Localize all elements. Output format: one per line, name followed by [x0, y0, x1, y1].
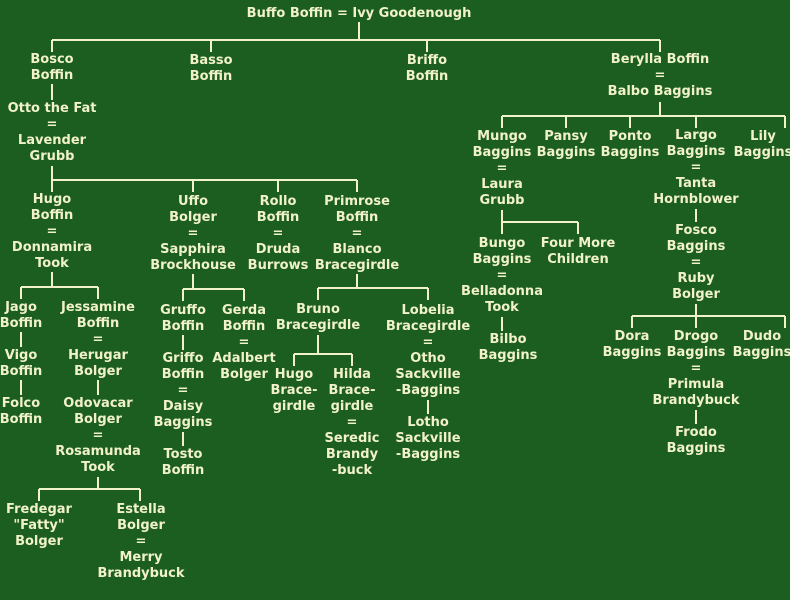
node-fosco-baggins: Fosco Baggins = Ruby Bolger — [666, 223, 726, 302]
node-hugo-boffin: Hugo Boffin = Donnamira Took — [11, 192, 93, 271]
node-lily-baggins: Lily Baggins — [733, 129, 790, 160]
node-bosco-boffin: Bosco Boffin — [30, 52, 74, 83]
node-bilbo-baggins: Bilbo Baggins — [478, 332, 538, 363]
node-folco-boffin: Folco Boffin — [0, 396, 43, 427]
node-ponto-baggins: Ponto Baggins — [600, 129, 660, 160]
node-berylla-boffin: Berylla Boffin = Balbo Baggins — [607, 52, 713, 99]
node-vigo-boffin: Vigo Boffin — [0, 348, 43, 379]
node-drogo-baggins: Drogo Baggins = Primula Brandybuck — [652, 329, 740, 408]
node-bungo-baggins: Bungo Baggins = Belladonna Took — [461, 236, 543, 315]
node-otto-the-fat: Otto the Fat = Lavender Grubb — [7, 101, 97, 164]
node-lobelia-bracegirdle: Lobelia Bracegirdle = Otho Sackville -Ba… — [385, 303, 471, 398]
node-buffo-boffin: Buffo Boffin = Ivy Goodenough — [246, 6, 472, 21]
node-primrose-boffin: Primrose Boffin = Blanco Bracegirdle — [314, 194, 400, 273]
node-gruffo-boffin: Gruffo Boffin — [160, 303, 206, 334]
node-jessamine-boffin: Jessamine Boffin = Herugar Bolger — [61, 300, 135, 379]
node-fredegar-bolger: Fredegar "Fatty" Bolger — [6, 502, 72, 549]
node-hugo-bracegirdle: Hugo Brace- girdle — [270, 367, 318, 414]
node-dora-baggins: Dora Baggins — [602, 329, 662, 360]
node-estella-bolger: Estella Bolger = Merry Brandybuck — [97, 502, 185, 581]
node-lotho-sackville-baggins: Lotho Sackville -Baggins — [395, 415, 461, 462]
node-mungo-baggins: Mungo Baggins = Laura Grubb — [472, 129, 532, 208]
node-basso-boffin: Basso Boffin — [189, 53, 233, 84]
node-pansy-baggins: Pansy Baggins — [536, 129, 596, 160]
node-griffo-boffin: Griffo Boffin = Daisy Baggins — [153, 351, 213, 430]
node-jago-boffin: Jago Boffin — [0, 300, 43, 331]
node-frodo-baggins: Frodo Baggins — [666, 425, 726, 456]
node-uffo-bolger: Uffo Bolger = Sapphira Brockhouse — [150, 194, 236, 273]
node-odovacar-bolger: Odovacar Bolger = Rosamunda Took — [55, 396, 141, 475]
node-hilda-bracegirdle: Hilda Brace- girdle = Seredic Brandy -bu… — [324, 367, 380, 478]
node-rollo-boffin: Rollo Boffin = Druda Burrows — [247, 194, 309, 273]
node-tosto-boffin: Tosto Boffin — [161, 447, 205, 478]
node-largo-baggins: Largo Baggins = Tanta Hornblower — [653, 128, 739, 207]
node-bruno-bracegirdle: Bruno Bracegirdle — [275, 302, 361, 333]
node-briffo-boffin: Briffo Boffin — [405, 53, 449, 84]
node-four-more-children: Four More Children — [540, 236, 616, 267]
node-gerda-boffin: Gerda Boffin = Adalbert Bolger — [212, 303, 276, 382]
node-dudo-baggins: Dudo Baggins — [732, 329, 790, 360]
